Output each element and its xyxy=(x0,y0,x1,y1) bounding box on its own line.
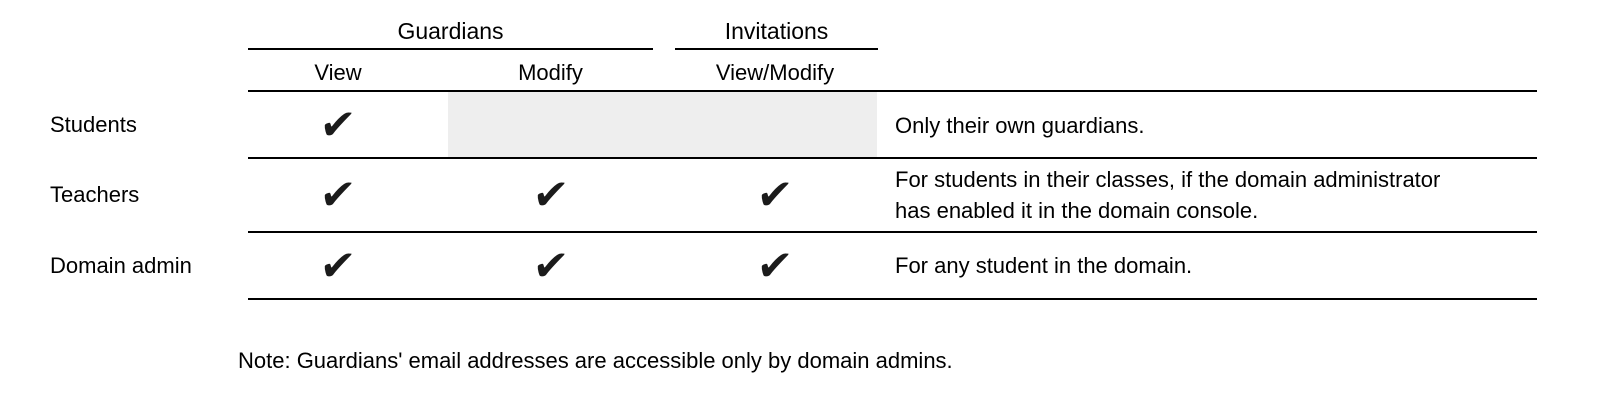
cell-students-guardians-modify xyxy=(448,93,653,157)
check-icon: ✔ xyxy=(317,100,359,149)
note-line: Only their own guardians. xyxy=(895,112,1145,138)
cell-students-guardians-view: ✔ xyxy=(248,93,428,157)
check-icon: ✔ xyxy=(317,170,359,219)
cell-domain-admin-guardians-view: ✔ xyxy=(248,233,428,298)
row-divider-line xyxy=(248,231,1537,233)
check-icon: ✔ xyxy=(754,170,796,219)
column-header-view-modify: View/Modify xyxy=(715,60,835,85)
disabled-cells-students xyxy=(448,92,877,157)
row-label-teachers: Teachers xyxy=(50,182,140,207)
cell-students-invitations-view-modify xyxy=(655,93,895,157)
note-students: Only their own guardians. xyxy=(895,93,1540,157)
row-divider-line xyxy=(248,298,1537,300)
note-line: For students in their classes, if the do… xyxy=(895,167,1441,192)
note-line: For any student in the domain. xyxy=(895,253,1193,278)
cell-teachers-invitations-view-modify: ✔ xyxy=(655,159,895,231)
check-icon: ✔ xyxy=(754,240,796,290)
row-label-students: Students xyxy=(50,112,137,137)
note-teachers: For students in their classes, if the do… xyxy=(895,159,1540,231)
column-header-modify: Modify xyxy=(518,60,583,85)
column-group-label-guardians: Guardians xyxy=(397,18,504,44)
guardians-underline xyxy=(248,48,653,50)
row-divider-line xyxy=(248,157,1537,159)
check-icon: ✔ xyxy=(317,240,359,290)
note-line: has enabled it in the domain console. xyxy=(895,198,1259,223)
cell-domain-admin-invitations-view-modify: ✔ xyxy=(655,233,895,298)
note-domain-admin: For any student in the domain. xyxy=(895,233,1540,298)
invitations-underline xyxy=(675,48,878,50)
cell-teachers-guardians-modify: ✔ xyxy=(448,159,653,231)
check-icon: ✔ xyxy=(530,240,571,290)
row-label-domain-admin: Domain admin xyxy=(50,252,192,278)
column-group-label-invitations: Invitations xyxy=(724,18,829,44)
cell-domain-admin-guardians-modify: ✔ xyxy=(448,233,653,298)
column-header-view: View xyxy=(314,60,362,85)
header-divider-line xyxy=(248,90,1537,92)
check-icon: ✔ xyxy=(530,170,571,219)
cell-teachers-guardians-view: ✔ xyxy=(248,159,428,231)
footnote: Note: Guardians' email addresses are acc… xyxy=(238,348,953,373)
